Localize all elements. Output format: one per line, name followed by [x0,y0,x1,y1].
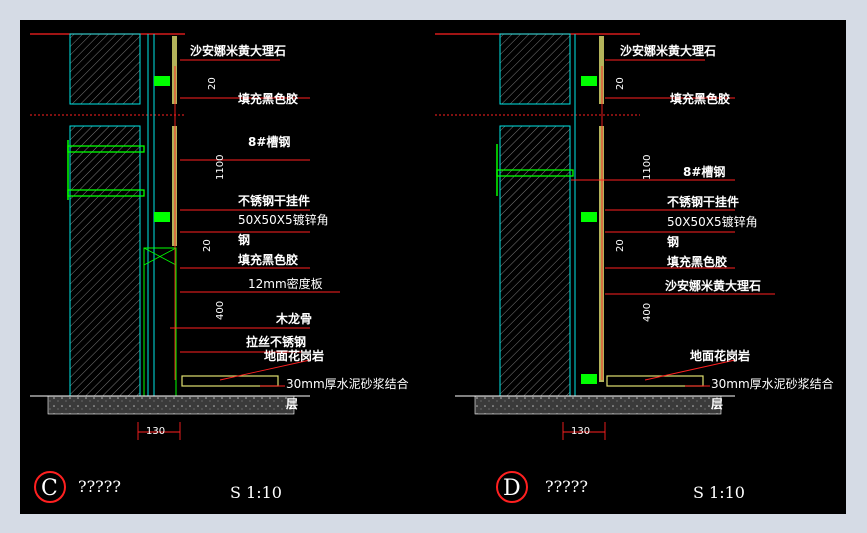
concrete-wall [499,33,571,105]
cad-drawing-canvas: 沙安娜米黄大理石 20 填充黑色胶 1100 8#槽钢 不锈钢干挂件 50X50… [20,20,846,514]
hanger-top [581,76,597,86]
dim-1100: 1100 [215,155,226,180]
dim-20-mid: 20 [615,239,626,252]
label-angle-steel-1: 50X50X5镀锌角 [238,213,329,227]
label-angle-steel-1: 50X50X5镀锌角 [667,215,758,229]
label-granite: 地面花岗岩 [690,348,750,363]
concrete-wall-lower [499,125,571,397]
cad-drawing: 沙安娜米黄大理石 20 填充黑色胶 1100 8#槽钢 不锈钢干挂件 50X50… [30,33,834,503]
label-channel-steel: 8#槽钢 [683,164,725,179]
hanger-bottom [581,374,597,384]
label-hanger: 不锈钢干挂件 [238,193,310,208]
label-marble-top: 沙安娜米黄大理石 [190,43,286,58]
ground-slab [474,395,722,415]
concrete-wall [69,33,141,105]
label-channel-steel: 8#槽钢 [248,134,290,149]
label-black-glue-1: 填充黑色胶 [238,91,298,106]
label-angle-steel-2: 钢 [667,234,679,249]
ground-slab [47,395,295,415]
granite-floor [606,375,704,387]
label-marble-bottom: 沙安娜米黄大理石 [665,278,761,293]
label-hanger: 不锈钢干挂件 [667,194,739,209]
leader-granite [219,359,311,381]
detail-d: 沙安娜米黄大理石 20 填充黑色胶 1100 8#槽钢 不锈钢干挂件 50X50… [435,33,834,503]
detail-badge-circle [34,471,66,503]
detail-badge-letter: D [503,476,521,501]
label-brushed-steel: 拉丝不锈钢 [246,334,306,349]
label-black-glue-1: 填充黑色胶 [670,91,730,106]
dim-20-top: 20 [615,77,626,90]
hanger-mid [581,212,597,222]
granite-floor [181,375,279,387]
label-black-glue-2: 填充黑色胶 [667,254,727,269]
hanger-mid [154,212,170,222]
hanger-top [154,76,170,86]
dim-130: 130 [571,426,590,437]
leader-granite [644,359,736,381]
detail-title: ????? [78,477,121,496]
detail-scale: S 1:10 [230,483,282,502]
label-mortar-2: 层 [711,397,723,411]
dim-400: 400 [642,303,653,322]
concrete-wall-lower [69,125,141,397]
label-mortar-1: 30mm厚水泥砂浆结合 [286,376,409,391]
label-wood-keel: 木龙骨 [275,311,312,326]
dim-1100: 1100 [642,155,653,180]
label-marble-top: 沙安娜米黄大理石 [620,43,716,58]
dim-400: 400 [215,301,226,320]
marble-panel-full [599,126,604,382]
label-density-board: 12mm密度板 [248,276,323,291]
detail-c: 沙安娜米黄大理石 20 填充黑色胶 1100 8#槽钢 不锈钢干挂件 50X50… [30,33,409,503]
label-mortar-2: 层 [286,397,298,411]
marble-panel-top [172,36,177,104]
label-black-glue-2: 填充黑色胶 [238,252,298,267]
detail-badge-circle [496,471,528,503]
detail-badge-letter: C [41,476,58,501]
dim-130: 130 [146,426,165,437]
label-granite: 地面花岗岩 [264,348,324,363]
marble-panel-top [599,36,604,104]
dim-20-mid: 20 [202,239,213,252]
keel-cross-2 [143,247,177,266]
detail-title: ????? [545,477,588,496]
marble-panel-mid [172,126,177,246]
label-angle-steel-2: 钢 [238,232,250,247]
detail-scale: S 1:10 [693,483,745,502]
dim-20-top: 20 [207,77,218,90]
label-mortar-1: 30mm厚水泥砂浆结合 [711,376,834,391]
density-board [143,247,177,399]
